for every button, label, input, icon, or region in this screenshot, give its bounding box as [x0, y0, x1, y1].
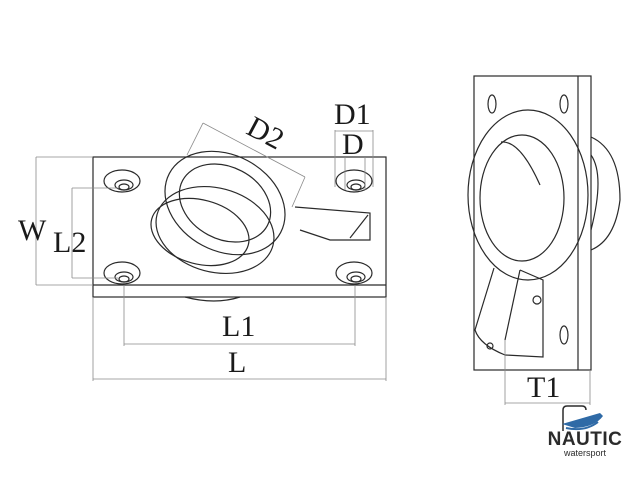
dim-label-T1: T1 — [527, 371, 560, 404]
dim-label-L1: L1 — [222, 310, 255, 343]
dim-label-W: W — [18, 214, 47, 247]
pull-ring — [150, 150, 371, 275]
base-plate — [92, 156, 387, 298]
screw-hole-top-right — [335, 169, 373, 193]
logo-name: NAUTIC — [547, 429, 623, 450]
top-view: W L2 L1 L D1 D D2 — [18, 98, 387, 381]
dim-label-D: D — [342, 128, 364, 161]
boat-icon — [562, 405, 603, 431]
screw-hole-bottom-right — [335, 261, 373, 285]
dim-label-D1: D1 — [334, 98, 371, 131]
dim-label-L2: L2 — [53, 226, 86, 259]
logo-tagline: watersport — [563, 448, 607, 458]
side-view: T1 — [467, 75, 621, 405]
screw-hole-bottom-left — [103, 261, 141, 285]
screw-hole-top-left — [103, 169, 141, 193]
dim-label-D2: D2 — [241, 110, 289, 156]
dim-label-L: L — [228, 346, 246, 379]
